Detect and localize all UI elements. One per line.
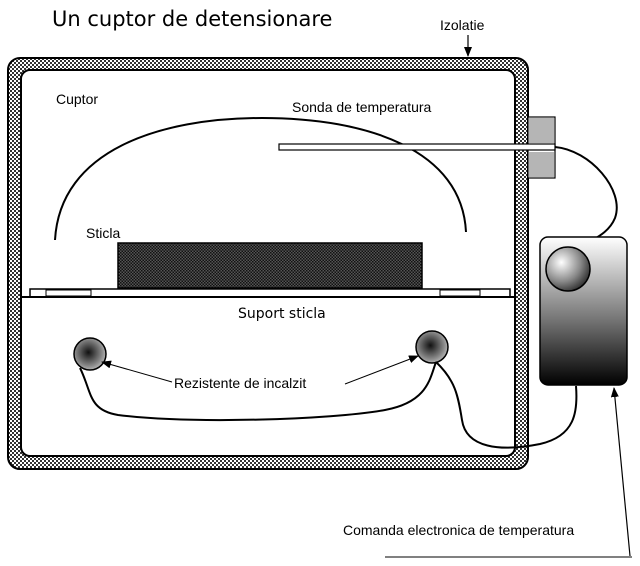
glass-support-label: Suport sticla [238, 306, 326, 322]
heater-supply-wire [435, 361, 578, 449]
temperature-probe-label: Sonda de temperatura [292, 99, 432, 115]
glass-piece [117, 242, 423, 289]
glass-support-shelf [29, 288, 511, 298]
shelf-left-end [45, 289, 92, 297]
glass-label: Sticla [86, 225, 120, 241]
probe-port-bottom [529, 152, 554, 177]
probe-port-top [529, 118, 554, 143]
temperature-controller-label: Comanda electronica de temperatura [343, 522, 574, 538]
upper-heat-arc [54, 116, 467, 241]
temperature-probe [278, 143, 556, 151]
controller-arrow [610, 387, 631, 557]
heating-element-right [415, 330, 449, 364]
heating-elements-label: Rezistente de incalzit [174, 375, 306, 391]
heating-element-left [73, 337, 107, 371]
heater-arrow-left [101, 360, 173, 383]
oven-label: Cuptor [56, 91, 98, 107]
controller-knob [545, 246, 591, 292]
shelf-right-end [439, 289, 481, 297]
insulation-label: Izolatie [440, 17, 485, 33]
heater-arrow-right [344, 355, 419, 385]
heater-wire-loop [79, 361, 437, 421]
probe-wire [554, 146, 618, 246]
diagram-title: Un cuptor de detensionare [52, 7, 332, 31]
